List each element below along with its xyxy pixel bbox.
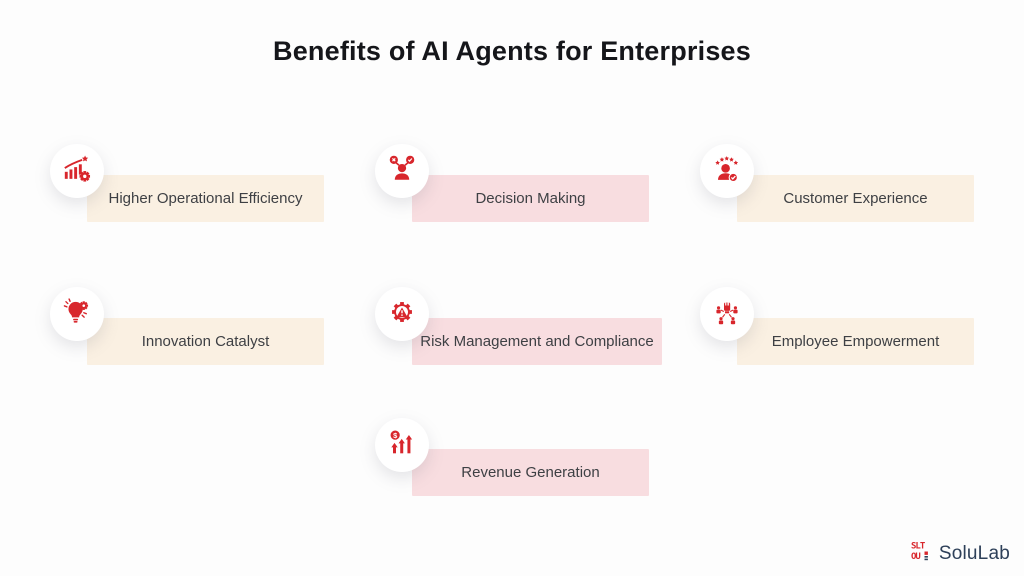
benefit-card-customer-experience: Customer Experience [700,144,1000,224]
icon-bubble: $ [375,418,429,472]
growth-chart-gear-icon [62,154,92,189]
card-label: Decision Making [412,175,649,222]
icon-bubble [375,287,429,341]
benefit-card-innovation-catalyst: Innovation Catalyst [50,287,350,367]
benefit-card-risk-management: Risk Management and Compliance [375,287,675,367]
benefit-card-employee-empowerment: Employee Empowerment [700,287,1000,367]
solulab-logo: SLT OU SoluLab [911,540,1010,567]
icon-bubble [700,287,754,341]
card-label: Revenue Generation [412,449,649,496]
icon-bubble [375,144,429,198]
solulab-logo-text: SoluLab [938,542,1010,564]
card-label: Customer Experience [737,175,974,222]
card-label: Innovation Catalyst [87,318,324,365]
card-label: Employee Empowerment [737,318,974,365]
svg-text:$: $ [393,430,398,439]
benefit-card-revenue-generation: Revenue Generation $ [375,418,675,498]
fist-network-icon [712,297,742,332]
card-label: Risk Management and Compliance [412,318,662,365]
customer-rating-icon [712,154,742,189]
icon-bubble [50,287,104,341]
warning-gear-icon [387,297,417,332]
icon-bubble [700,144,754,198]
revenue-arrows-icon: $ [387,428,417,463]
svg-text:OU: OU [911,552,920,562]
benefit-card-decision-making: Decision Making [375,144,675,224]
icon-bubble [50,144,104,198]
benefit-card-higher-operational-efficiency: Higher Operational Efficiency [50,144,350,224]
svg-text:SLT: SLT [911,542,926,552]
card-label: Higher Operational Efficiency [87,175,324,222]
page-title: Benefits of AI Agents for Enterprises [273,36,751,66]
decision-person-icon [387,154,417,189]
idea-bulb-gear-icon [62,297,92,332]
solulab-logo-mark-icon: SLT OU [911,540,933,567]
